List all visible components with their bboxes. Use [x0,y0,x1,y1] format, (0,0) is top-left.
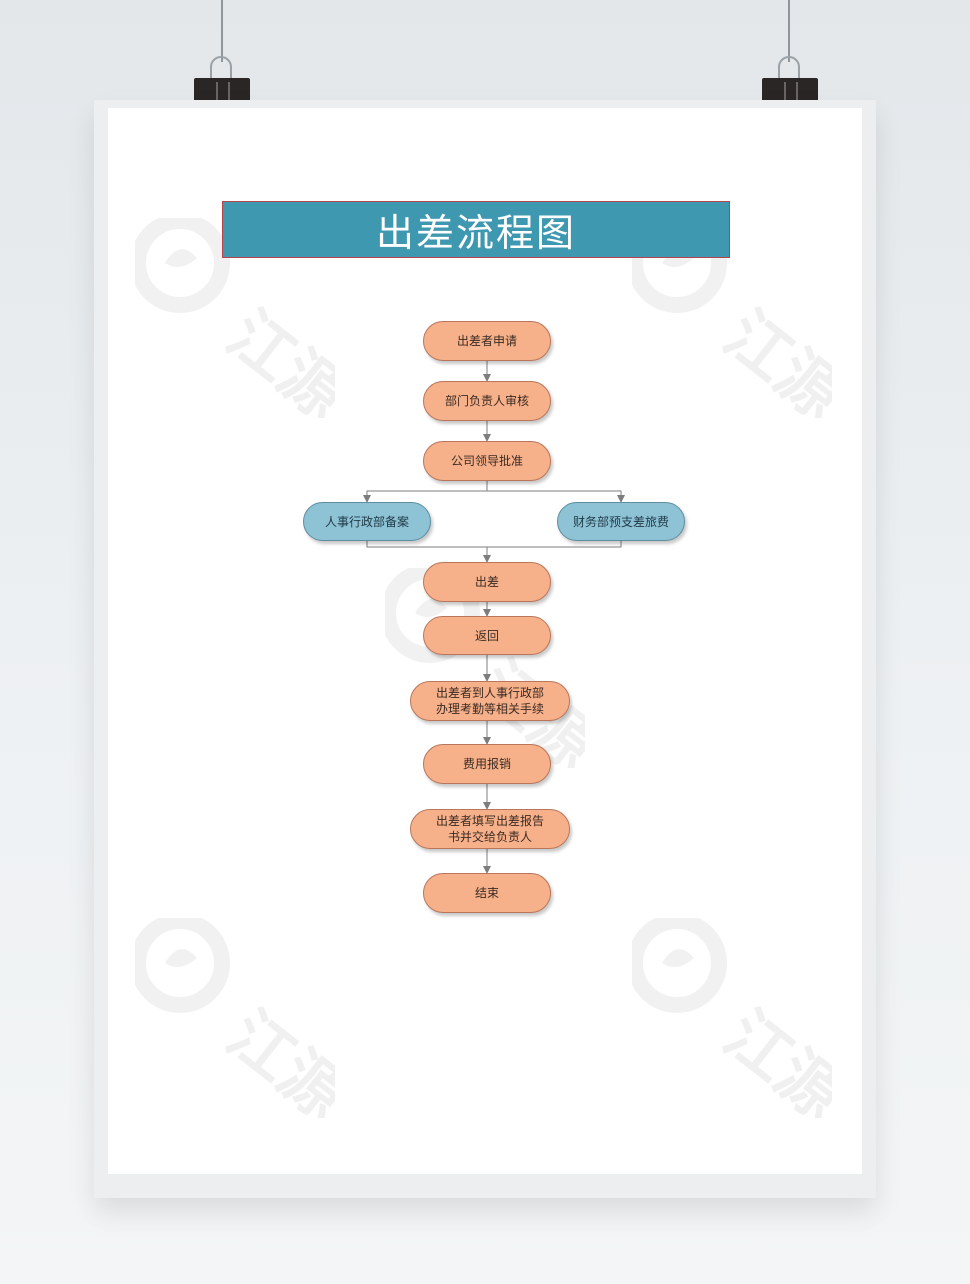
node-finance-advance-label: 财务部预支差旅费 [572,514,669,529]
connector-from-finance [487,541,622,548]
node-end: 结束 [423,873,551,913]
connector-from-hr [366,541,487,548]
node-travel: 出差 [423,562,551,602]
node-finance-advance: 财务部预支差旅费 [557,502,685,541]
node-attendance: 出差者到人事行政部 办理考勤等相关手续 [410,681,570,721]
connector-to-hr [363,490,487,503]
node-dept-review-label: 部门负责人审核 [444,394,529,408]
title-banner: 出差流程图 [222,201,730,258]
node-hr-record: 人事行政部备案 [303,502,431,541]
node-apply: 出差者申请 [423,321,551,361]
connector-to-finance [487,490,625,503]
hanging-wire-left [221,0,223,62]
node-apply-label: 出差者申请 [456,334,517,348]
node-reimburse: 费用报销 [423,744,551,784]
node-report: 出差者填写出差报告 书并交给负责人 [410,809,570,849]
node-attendance-label: 出差者到人事行政部 办理考勤等相关手续 [435,686,544,716]
node-return: 返回 [423,616,551,655]
node-reimburse-label: 费用报销 [462,757,511,771]
node-end-label: 结束 [474,886,499,900]
node-report-label: 出差者填写出差报告 书并交给负责人 [435,814,544,844]
page-title: 出差流程图 [375,211,576,255]
node-company-approve: 公司领导批准 [423,441,551,481]
node-travel-label: 出差 [474,575,499,589]
node-company-approve-label: 公司领导批准 [450,454,523,468]
node-dept-review: 部门负责人审核 [423,381,551,421]
node-hr-record-label: 人事行政部备案 [324,514,409,529]
node-return-label: 返回 [474,628,499,643]
hanging-wire-right [788,0,790,62]
